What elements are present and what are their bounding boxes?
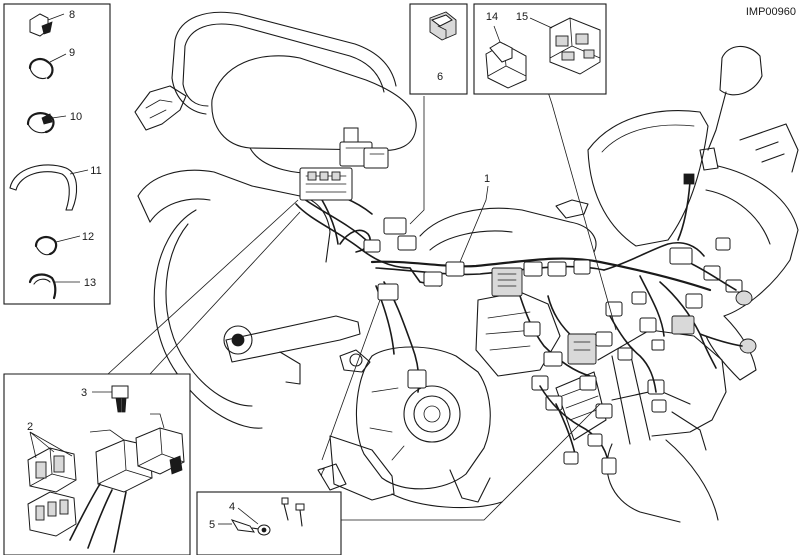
callout-2: 2: [27, 421, 33, 433]
detail-panel-fuses-relays: [3, 199, 301, 555]
callout-7: 7: [319, 467, 325, 479]
callout-6: 6: [437, 71, 443, 83]
callout-leaders: [321, 72, 617, 461]
main-wiring-harness: [295, 127, 757, 475]
callout-4: 4: [229, 501, 235, 513]
detail-panel-covers: [473, 3, 607, 95]
callout-3: 3: [81, 387, 87, 399]
detail-panel-fasteners: [3, 3, 111, 305]
callout-labels: 1 2 3 4 5 6 7 8 9 10 11 12 13 14 15: [27, 9, 528, 531]
callout-11: 11: [90, 165, 101, 177]
figure-code: IMP00960: [746, 6, 796, 18]
detail-panel-screws: [196, 403, 601, 555]
callout-5: 5: [209, 519, 215, 531]
callout-9: 9: [69, 47, 75, 59]
callout-1: 1: [484, 173, 490, 185]
callout-14: 14: [486, 11, 498, 23]
callout-8: 8: [69, 9, 75, 21]
callout-13: 13: [84, 277, 96, 289]
callout-10: 10: [70, 111, 82, 123]
callout-12: 12: [82, 231, 94, 243]
motorcycle-outline: [134, 11, 799, 523]
detail-panel-cap: [409, 3, 468, 95]
callout-15: 15: [516, 11, 528, 23]
